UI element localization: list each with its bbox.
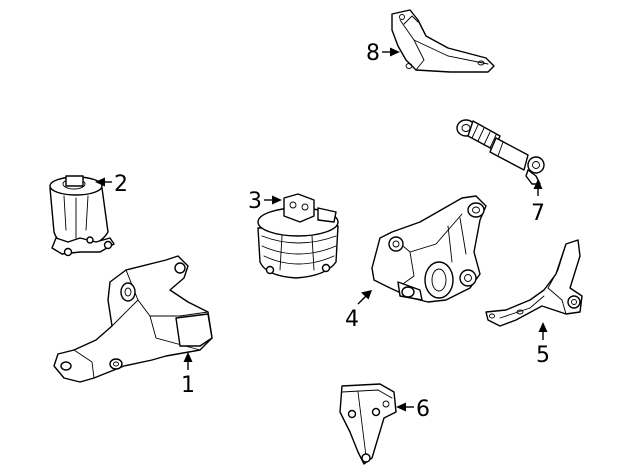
callout-label-1: 1 xyxy=(181,373,195,398)
callout-label-6: 6 xyxy=(416,397,430,422)
callout-4: 4 xyxy=(345,290,372,332)
part-4-bracket xyxy=(371,195,487,303)
part-6-bracket xyxy=(339,383,397,465)
callout-label-8: 8 xyxy=(366,41,380,66)
callout-1: 1 xyxy=(181,352,195,398)
part-8-bracket xyxy=(391,9,495,73)
callout-8: 8 xyxy=(366,41,400,66)
callout-5: 5 xyxy=(536,322,550,368)
callout-label-3: 3 xyxy=(248,189,262,214)
callout-2: 2 xyxy=(95,172,128,197)
part-7-damper-strut xyxy=(456,119,545,185)
part-1-bracket xyxy=(53,255,213,383)
callout-3: 3 xyxy=(248,189,282,214)
callout-label-2: 2 xyxy=(114,172,128,197)
callout-7: 7 xyxy=(531,179,545,226)
callout-label-5: 5 xyxy=(536,343,550,368)
part-2-engine-mount xyxy=(49,175,115,257)
part-5-bracket xyxy=(485,239,583,327)
callout-6: 6 xyxy=(396,397,430,422)
callout-label-4: 4 xyxy=(345,307,359,332)
callout-label-7: 7 xyxy=(531,201,545,226)
part-3-engine-mount xyxy=(257,193,339,279)
